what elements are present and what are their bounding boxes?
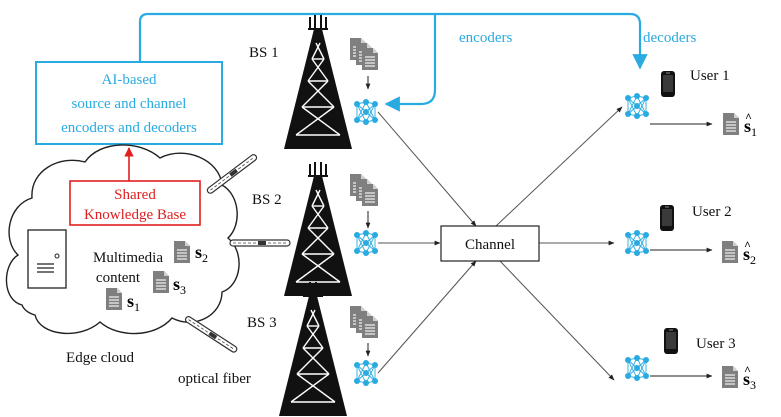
source-s3: s3 xyxy=(173,274,186,297)
recovered-s1: s1 xyxy=(744,116,757,139)
optical-fiber-label: optical fiber xyxy=(178,371,251,387)
ai-box-line-2: source and channel xyxy=(72,96,187,112)
source-s2: s2 xyxy=(195,242,208,265)
ai-codec-box xyxy=(35,61,223,145)
recovered-s2: s2 xyxy=(743,244,756,267)
user2-label: User 2 xyxy=(692,204,732,220)
cell-tower-icon xyxy=(283,14,353,150)
knowledge-base-line-1: Shared xyxy=(114,187,156,203)
optical-fiber-2 xyxy=(229,239,291,247)
bs1-label: BS 1 xyxy=(249,45,279,61)
smartphone-icon xyxy=(661,71,675,97)
document-icon xyxy=(721,365,739,389)
link-channel-user3 xyxy=(499,260,615,381)
neural-network-icon xyxy=(353,359,379,387)
smartphone-icon xyxy=(664,328,678,354)
smartphone-icon xyxy=(660,205,674,231)
recovered-s3: s3 xyxy=(743,369,756,392)
hat-1: ^ xyxy=(745,110,752,124)
link-bs3-channel xyxy=(377,260,477,374)
neural-network-icon xyxy=(353,229,379,257)
user1-label: User 1 xyxy=(690,68,730,84)
bs3-label: BS 3 xyxy=(247,315,277,331)
document-icon xyxy=(721,240,739,264)
hat-3: ^ xyxy=(744,363,751,377)
encoders-label: encoders xyxy=(459,30,512,46)
document-icon xyxy=(350,306,378,338)
document-icon xyxy=(152,270,170,294)
neural-network-icon xyxy=(624,229,650,257)
bs2-label: BS 2 xyxy=(252,192,282,208)
user3-label: User 3 xyxy=(696,336,736,352)
cell-tower-icon xyxy=(283,161,353,297)
document-icon xyxy=(350,38,378,70)
optical-fiber-3 xyxy=(183,314,239,354)
document-icon xyxy=(173,240,191,264)
channel-box xyxy=(440,225,540,262)
document-icon xyxy=(722,112,740,136)
ai-box-line-1: AI-based xyxy=(102,72,157,88)
neural-network-icon xyxy=(624,92,650,120)
document-icon xyxy=(105,287,123,311)
hat-2: ^ xyxy=(744,238,751,252)
ai-box-line-3: encoders and decoders xyxy=(61,120,197,136)
channel-label: Channel xyxy=(465,237,515,253)
decoders-label: decoders xyxy=(643,30,696,46)
neural-network-icon xyxy=(353,98,379,126)
source-s1: s1 xyxy=(127,291,140,314)
content-label: content xyxy=(96,270,141,286)
knowledge-base-box xyxy=(69,180,201,226)
server-icon xyxy=(27,229,67,289)
edge-cloud-label: Edge cloud xyxy=(66,350,134,366)
ai-distribution-connector xyxy=(138,12,648,112)
link-bs1-channel xyxy=(377,111,477,227)
knowledge-base-line-2: Knowledge Base xyxy=(84,207,186,223)
multimedia-label: Multimedia xyxy=(93,250,163,266)
cell-tower-icon xyxy=(278,281,348,417)
neural-network-icon xyxy=(624,354,650,382)
document-icon xyxy=(350,174,378,206)
link-channel-user1 xyxy=(495,106,623,227)
